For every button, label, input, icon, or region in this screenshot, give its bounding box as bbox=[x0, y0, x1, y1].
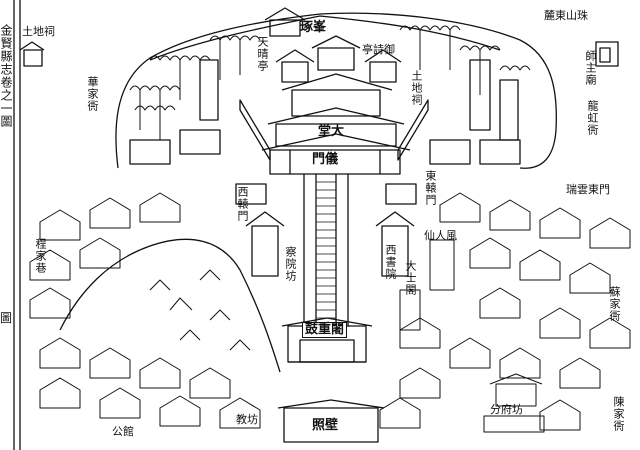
label-tuling: 土地祠 bbox=[410, 70, 423, 106]
label-xiyuan: 西轅門 bbox=[236, 186, 249, 222]
label-peak: 琢峯 bbox=[300, 20, 327, 35]
left-hill bbox=[59, 238, 281, 373]
label-xiannv: 仙人風 bbox=[424, 229, 457, 242]
shrine-top-left bbox=[19, 41, 45, 67]
label-shizhu: 師主廟 bbox=[584, 50, 597, 86]
houses-right bbox=[379, 192, 631, 431]
right-column bbox=[399, 239, 545, 433]
gate-towers bbox=[235, 183, 417, 277]
stairway bbox=[303, 174, 349, 326]
label-gongguan: 公館 bbox=[112, 425, 134, 438]
mountain-ridge bbox=[149, 15, 501, 61]
label-fangfu: 分府坊 bbox=[490, 403, 523, 416]
label-xishu: 西書院 bbox=[384, 244, 397, 280]
label-dashi: 大士閣 bbox=[404, 260, 417, 296]
left-hill-rocks bbox=[149, 269, 251, 351]
label-tianqi: 天晴亭 bbox=[256, 36, 269, 72]
label-jiaofang: 教坊 bbox=[236, 413, 258, 426]
label-longhong: 龍虹衖 bbox=[586, 100, 599, 136]
houses-left bbox=[29, 192, 261, 429]
mountain-outline bbox=[115, 12, 557, 169]
label-gate-inner: 門儀 bbox=[312, 152, 339, 167]
screen-wall bbox=[277, 399, 385, 443]
label-hall: 堂大 bbox=[318, 124, 345, 139]
label-suzhou: 蘇家衖 bbox=[608, 286, 621, 322]
label-gulou: 鼓重闍 bbox=[302, 322, 348, 338]
label-ridge-right: 麓東山珠 bbox=[544, 9, 588, 22]
label-zhenjun: 程家巷 bbox=[34, 238, 47, 274]
border-title-bottom: 圖 bbox=[0, 311, 13, 325]
label-huajia: 華家衖 bbox=[86, 76, 99, 112]
shrine-top-right bbox=[595, 41, 619, 67]
trees bbox=[129, 25, 531, 140]
stair-steps bbox=[316, 181, 336, 319]
side-wings bbox=[129, 59, 521, 165]
label-zhujiayi: 察院坊 bbox=[284, 246, 297, 282]
label-fuzhao: 照壁 bbox=[312, 418, 339, 433]
upper-buildings bbox=[261, 7, 411, 175]
label-pavilion: 亭詩御 bbox=[362, 43, 395, 56]
label-dongyuan: 東轅門 bbox=[424, 170, 437, 206]
border-title: 金賢縣志卷之一圖 bbox=[0, 24, 13, 128]
label-chengjia: 陳家衖 bbox=[612, 396, 625, 432]
label-shrine-top-left: 土地祠 bbox=[22, 25, 55, 38]
label-ruiyun: 瑞雲東門 bbox=[566, 183, 610, 196]
